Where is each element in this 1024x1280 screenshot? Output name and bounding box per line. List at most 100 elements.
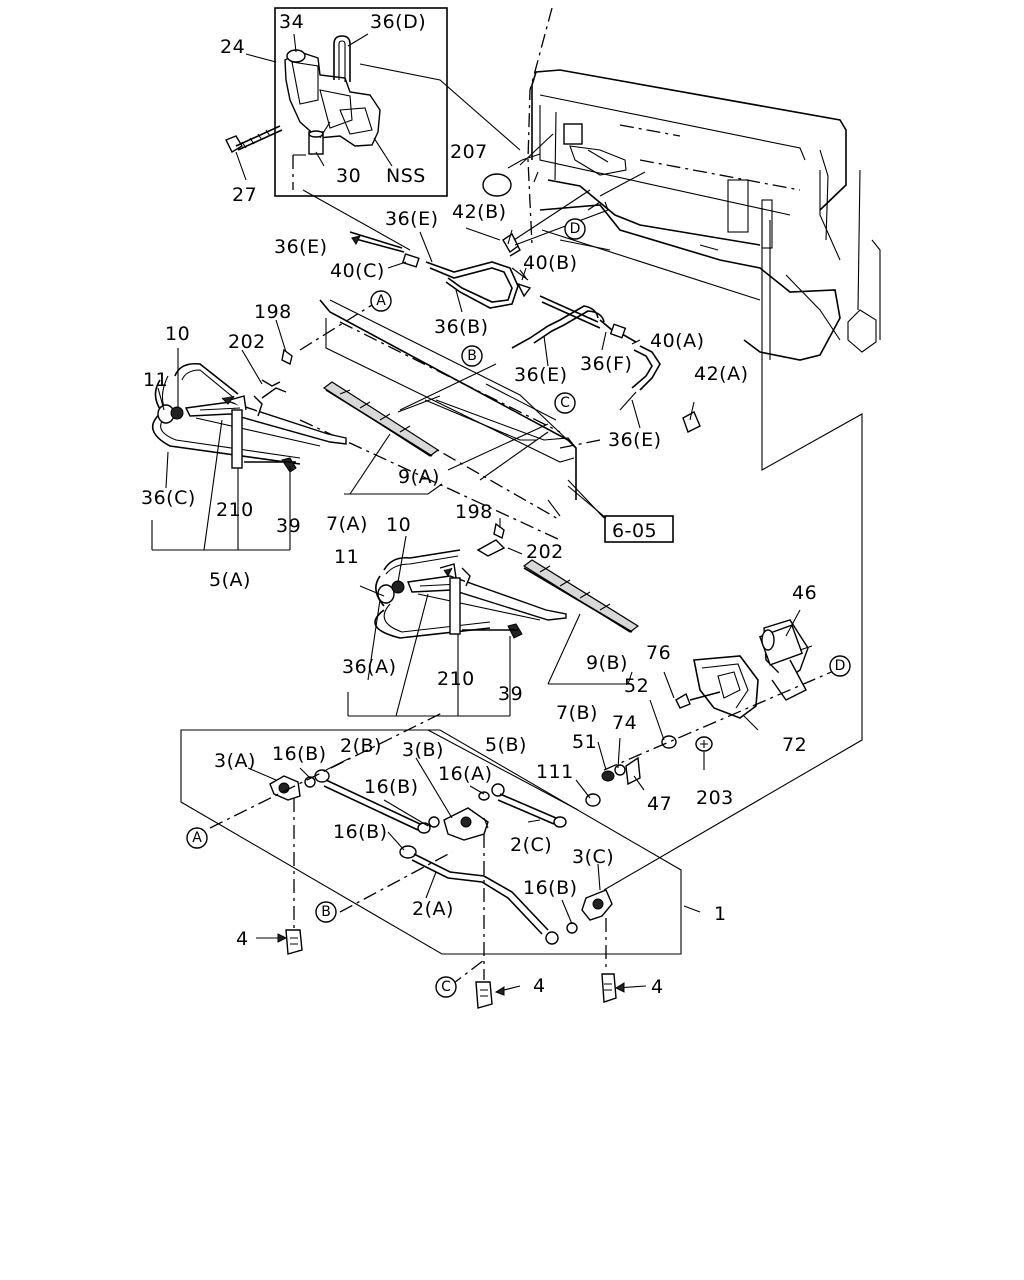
hose-assembly-upper <box>302 63 701 433</box>
label-16b-2: 16(B) <box>364 776 419 798</box>
pivot-3a <box>269 775 303 955</box>
svg-text:6-05: 6-05 <box>612 520 657 542</box>
clip-42b <box>502 232 519 254</box>
label-40b: 40(B) <box>523 252 578 274</box>
label-203: 203 <box>696 787 734 809</box>
label-24: 24 <box>220 36 245 58</box>
svg-text:C: C <box>560 395 570 411</box>
label-4-left: 4 <box>236 928 249 950</box>
wiper-arm-upper <box>152 348 347 473</box>
label-198-top: 198 <box>254 301 292 323</box>
label-74: 74 <box>612 712 637 734</box>
washer-tank-inset <box>274 7 448 197</box>
label-198-mid: 198 <box>455 501 493 523</box>
label-2b: 2(B) <box>340 735 382 757</box>
link-2c <box>478 783 567 828</box>
label-10-mid: 10 <box>386 514 411 536</box>
label-3a: 3(A) <box>214 750 256 772</box>
label-27: 27 <box>232 184 257 206</box>
label-42b: 42(B) <box>452 201 507 223</box>
label-16b-1: 16(B) <box>272 743 327 765</box>
axis-a <box>209 711 445 829</box>
callout-a-bottom: A <box>186 827 208 849</box>
axis-motor <box>603 663 851 771</box>
arrowheads <box>277 235 625 996</box>
label-207: 207 <box>450 141 488 163</box>
label-36a: 36(A) <box>342 656 397 678</box>
label-7a: 7(A) <box>326 513 368 535</box>
linkage-box <box>180 729 682 955</box>
callout-d-mid: D <box>829 655 851 677</box>
callout-b-top: B <box>461 345 483 367</box>
svg-text:B: B <box>321 904 331 920</box>
label-5b: 5(B) <box>485 734 527 756</box>
callout-d-top: D <box>564 218 586 240</box>
label-4-right: 4 <box>651 976 664 998</box>
label-202-top: 202 <box>228 331 266 353</box>
crank-47 <box>585 756 641 807</box>
clip-42a <box>682 411 701 433</box>
label-39-top: 39 <box>276 515 301 537</box>
label-36d: 36(D) <box>370 11 426 33</box>
svg-text:A: A <box>376 293 386 309</box>
svg-text:B: B <box>467 348 477 364</box>
label-202-mid: 202 <box>526 541 564 563</box>
wiper-blade-middle <box>522 559 640 633</box>
label-2a: 2(A) <box>412 898 454 920</box>
label-36e-right: 36(E) <box>608 429 662 451</box>
label-72: 72 <box>782 734 807 756</box>
callout-c-bottom: C <box>435 976 457 998</box>
wiper-arm-middle <box>374 522 567 639</box>
svg-text:D: D <box>835 658 846 674</box>
label-36c: 36(C) <box>141 487 196 509</box>
label-36b: 36(B) <box>434 316 489 338</box>
label-nss: NSS <box>386 165 426 187</box>
part-labels: 24 34 36(D) 27 30 NSS 207 42(B) 36(E) 36… <box>141 11 817 998</box>
label-210-mid: 210 <box>437 668 475 690</box>
reference-6-05: 6-05 <box>567 485 674 543</box>
pivot-3c <box>581 889 617 1003</box>
label-30: 30 <box>336 165 361 187</box>
label-36e-mid: 36(E) <box>514 364 568 386</box>
label-3b: 3(B) <box>402 739 444 761</box>
truck-cab <box>482 7 881 361</box>
label-36e-left: 36(E) <box>274 236 328 258</box>
grommet-207 <box>482 173 512 197</box>
label-36e-top: 36(E) <box>385 208 439 230</box>
label-5a: 5(A) <box>209 569 251 591</box>
label-40c: 40(C) <box>330 260 385 282</box>
label-34: 34 <box>279 11 304 33</box>
label-16b-3: 16(B) <box>333 821 388 843</box>
callout-a-top: A <box>370 290 392 312</box>
label-46: 46 <box>792 582 817 604</box>
callout-c-top: C <box>554 392 576 414</box>
bolt-27 <box>225 125 283 153</box>
wiper-motor <box>661 619 813 752</box>
axis-c <box>449 959 485 987</box>
label-11-top: 11 <box>143 369 168 391</box>
leader-lines <box>151 33 801 993</box>
label-111: 111 <box>536 761 574 783</box>
label-7b: 7(B) <box>556 702 598 724</box>
svg-text:A: A <box>192 830 202 846</box>
label-40a: 40(A) <box>650 330 705 352</box>
label-76: 76 <box>646 642 671 664</box>
label-2c: 2(C) <box>510 834 552 856</box>
label-11-mid: 11 <box>334 546 359 568</box>
label-9a: 9(A) <box>398 466 440 488</box>
label-1: 1 <box>714 903 727 925</box>
callout-b-bottom: B <box>315 901 337 923</box>
axis-b <box>339 851 453 913</box>
frame-lines-right <box>603 208 863 891</box>
label-42a: 42(A) <box>694 363 749 385</box>
label-36f: 36(F) <box>580 353 632 375</box>
label-51: 51 <box>572 731 597 753</box>
wiper-blade-upper <box>322 381 440 457</box>
label-9b: 9(B) <box>586 652 628 674</box>
label-16b-4: 16(B) <box>523 877 578 899</box>
svg-text:D: D <box>570 221 581 237</box>
label-16a: 16(A) <box>438 763 493 785</box>
label-10-top: 10 <box>165 323 190 345</box>
